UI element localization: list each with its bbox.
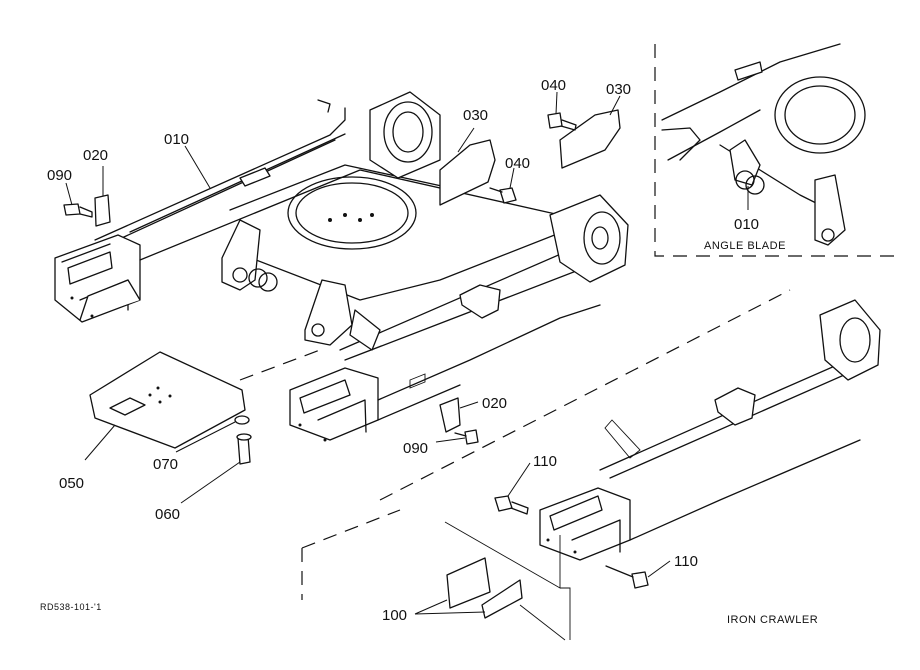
- track-frame-main: [54, 91, 629, 442]
- callout-010-inset: 010: [734, 216, 759, 233]
- caption-angle-blade: ANGLE BLADE: [704, 240, 786, 252]
- callout-030-mid: 030: [463, 107, 488, 124]
- separator-lines: [239, 289, 791, 641]
- callout-020-mid: 020: [482, 395, 507, 412]
- cover-plates-030: [439, 109, 621, 206]
- callout-020-left: 020: [83, 147, 108, 164]
- callout-010-main: 010: [164, 131, 189, 148]
- captions: ANGLE BLADE IRON CRAWLER RD538-101-'1: [40, 240, 818, 626]
- callout-100: 100: [382, 607, 407, 624]
- callout-050: 050: [59, 475, 84, 492]
- callout-040-top: 040: [541, 77, 566, 94]
- bolts: [63, 112, 649, 589]
- caption-iron-crawler: IRON CRAWLER: [727, 614, 818, 626]
- callout-040-mid: 040: [505, 155, 530, 172]
- callout-110-top: 110: [533, 453, 557, 470]
- callout-060: 060: [155, 506, 180, 523]
- cover-plate-050: [89, 351, 246, 449]
- angle-blade-inset: [654, 43, 900, 257]
- crawler-shoes-100: [446, 557, 523, 619]
- callout-030-top: 030: [606, 81, 631, 98]
- drawing-code: RD538-101-'1: [40, 602, 102, 612]
- callout-090-left: 090: [47, 167, 72, 184]
- callout-090-mid: 090: [403, 440, 428, 457]
- iron-crawler-frame: [539, 299, 881, 561]
- callout-110-bottom: 110: [674, 553, 698, 570]
- leader-lines: [65, 91, 749, 615]
- callout-labels: 010 020 090 030 040 040 030 050 070 060 …: [47, 77, 759, 624]
- callout-070: 070: [153, 456, 178, 473]
